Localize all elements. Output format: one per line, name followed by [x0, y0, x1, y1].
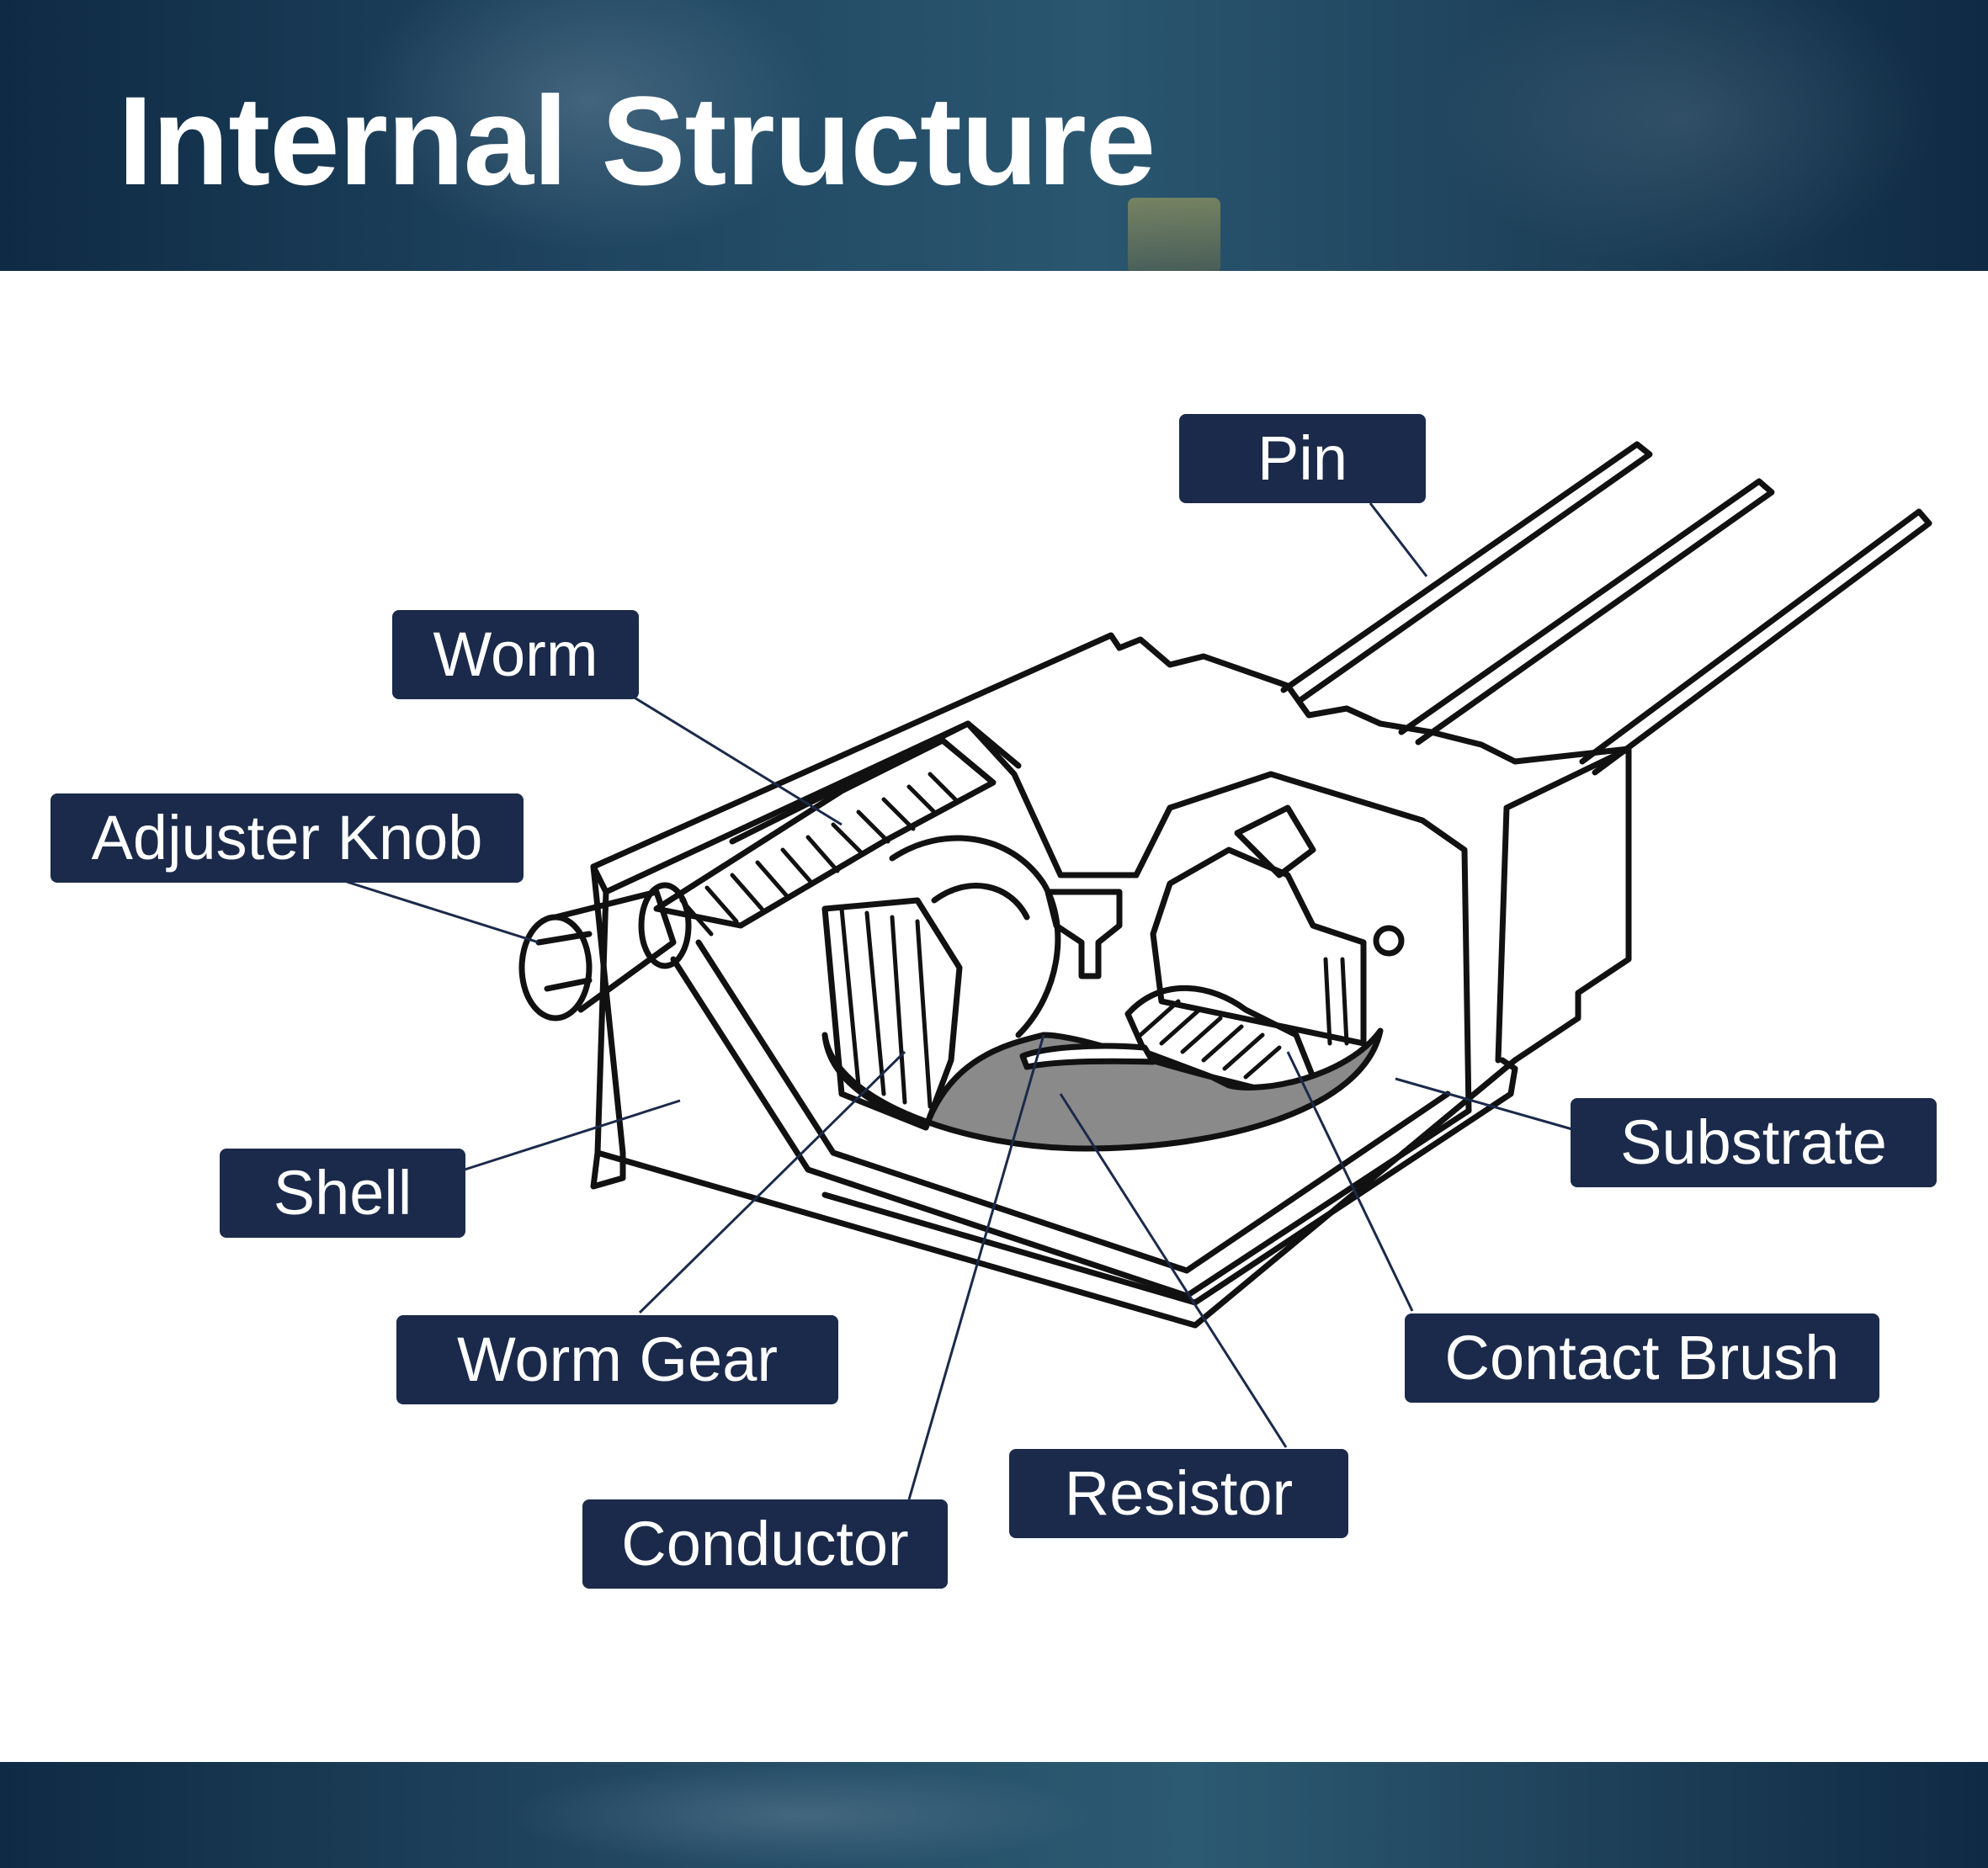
- banner-chip-image: [1128, 198, 1220, 271]
- banner-background-blur: [1431, 0, 1936, 269]
- shell-outline: [590, 632, 1632, 1329]
- label-conductor: Conductor: [582, 1499, 948, 1589]
- label-shell: Shell: [220, 1149, 465, 1238]
- footer-background-photo: [505, 1762, 1094, 1868]
- label-adjuster-knob: Adjuster Knob: [50, 793, 524, 883]
- leader-line-contact-brush: [1286, 1051, 1414, 1312]
- page-title: Internal Structure: [118, 70, 1156, 211]
- label-contact-brush: Contact Brush: [1405, 1313, 1879, 1403]
- cavity-outline: [670, 720, 1472, 1299]
- footer-banner: [0, 1762, 1988, 1868]
- leader-lines: [346, 502, 1573, 1500]
- header-banner: Internal Structure: [0, 0, 1988, 271]
- leader-line-conductor: [907, 1034, 1045, 1500]
- leader-line-shell: [464, 1099, 681, 1171]
- label-worm-gear: Worm Gear: [396, 1315, 838, 1404]
- leader-line-worm: [632, 695, 843, 826]
- leader-line-worm-gear: [638, 1050, 906, 1314]
- banner-background-photo: [353, 0, 825, 252]
- pins-drawing: [1280, 441, 1932, 776]
- label-resistor: Resistor: [1009, 1449, 1348, 1538]
- label-substrate: Substrate: [1571, 1098, 1937, 1187]
- leader-line-substrate: [1395, 1077, 1573, 1131]
- potentiometer-drawing: [518, 441, 1932, 1329]
- leader-line-adjuster-knob: [346, 880, 540, 944]
- adjuster-knob-drawing: [518, 882, 692, 1022]
- worm-gear-drawing: [821, 835, 1061, 1131]
- rotor-drawing: [1044, 889, 1123, 979]
- leader-line-resistor: [1059, 1093, 1288, 1448]
- label-worm: Worm: [392, 610, 639, 699]
- resistor-disk-drawing: [821, 1027, 1384, 1152]
- leader-line-pin: [1369, 502, 1428, 577]
- worm-drawing: [653, 737, 997, 929]
- label-pin: Pin: [1179, 414, 1426, 503]
